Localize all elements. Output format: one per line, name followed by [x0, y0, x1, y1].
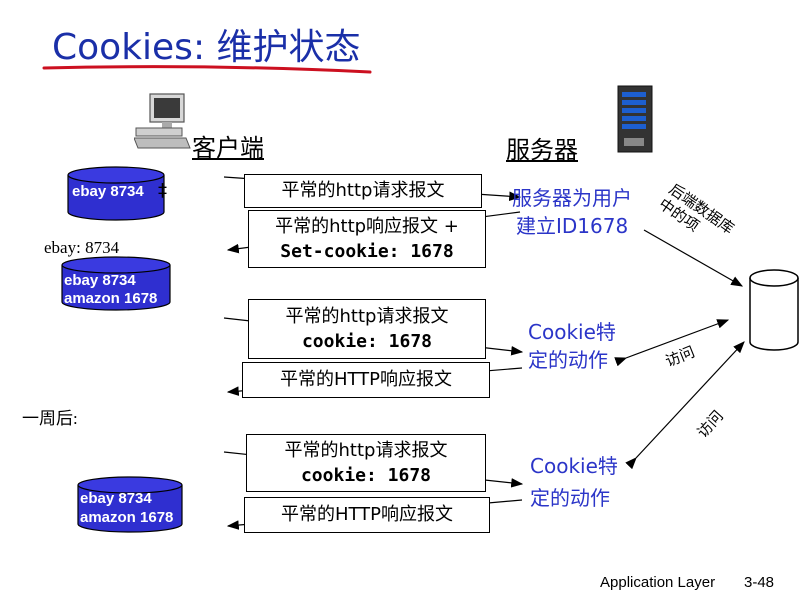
- footer-course: Application Layer: [600, 574, 716, 591]
- page-title: Cookies: 维护状态: [52, 27, 361, 68]
- cookie-file-1-text: ebay 8734: [72, 183, 144, 200]
- cookie-file-2: [61, 256, 171, 311]
- server-action-2-line-1: Cookie特: [528, 320, 616, 344]
- req2-box: 平常的http请求报文 cookie: 1678: [248, 299, 486, 359]
- cookie-file-1: [67, 166, 165, 221]
- server-action-2-line-2: 定的动作: [528, 348, 608, 372]
- resp2-box: 平常的HTTP响应报文: [242, 362, 490, 398]
- cookie-file-3-line-2: amazon 1678: [80, 509, 174, 526]
- req1-text: 平常的http请求报文: [281, 180, 445, 201]
- server-action-3-line-2: 定的动作: [530, 486, 610, 510]
- resp3-text: 平常的HTTP响应报文: [280, 504, 454, 525]
- req3-line-2: cookie: 1678: [300, 465, 432, 486]
- req3-line-1: 平常的http请求报文: [284, 440, 448, 461]
- cookie-file-1-marker: ‡: [158, 180, 167, 201]
- title-underline: [42, 65, 372, 74]
- server-action-1-line-2: 建立ID1678: [516, 214, 629, 238]
- server-action-3-line-1: Cookie特: [530, 454, 618, 478]
- resp1-line-2: Set-cookie: 1678: [280, 241, 454, 262]
- req1-box: 平常的http请求报文: [244, 174, 482, 208]
- resp1-line-1: 平常的http响应报文 +: [275, 216, 459, 237]
- computer-icon: [134, 93, 191, 149]
- resp1-box: 平常的http响应报文 + Set-cookie: 1678: [248, 210, 486, 268]
- cookie-file-3: [77, 476, 183, 533]
- resp2-text: 平常的HTTP响应报文: [279, 369, 453, 390]
- access-2-arrow: [625, 341, 745, 470]
- db-create-arrow: [643, 229, 744, 287]
- req2-line-1: 平常的http请求报文: [285, 306, 449, 327]
- server-action-1: 服务器为用户 建立ID1678: [512, 184, 632, 240]
- resp3-box: 平常的HTTP响应报文: [244, 497, 490, 533]
- database-icon: [749, 269, 799, 351]
- footer-page: 3-48: [744, 574, 775, 591]
- server-icon: [617, 85, 653, 153]
- cookie-file-3-line-1: ebay 8734: [80, 490, 152, 507]
- cookie-file-2-line-1: ebay 8734: [64, 272, 136, 289]
- server-action-1-line-1: 服务器为用户: [512, 186, 632, 210]
- cookie-file-2-line-2: amazon 1678: [64, 290, 158, 307]
- req3-box: 平常的http请求报文 cookie: 1678: [246, 434, 486, 492]
- server-label: 服务器: [506, 136, 578, 164]
- server-action-3: Cookie特 定的动作: [530, 450, 618, 514]
- req2-line-2: cookie: 1678: [301, 331, 433, 352]
- client-label: 客户端: [192, 134, 264, 162]
- ebay-side-label: ebay: 8734: [44, 238, 120, 257]
- server-action-2: Cookie特 定的动作: [528, 318, 616, 374]
- week-later-label: 一周后:: [22, 409, 78, 428]
